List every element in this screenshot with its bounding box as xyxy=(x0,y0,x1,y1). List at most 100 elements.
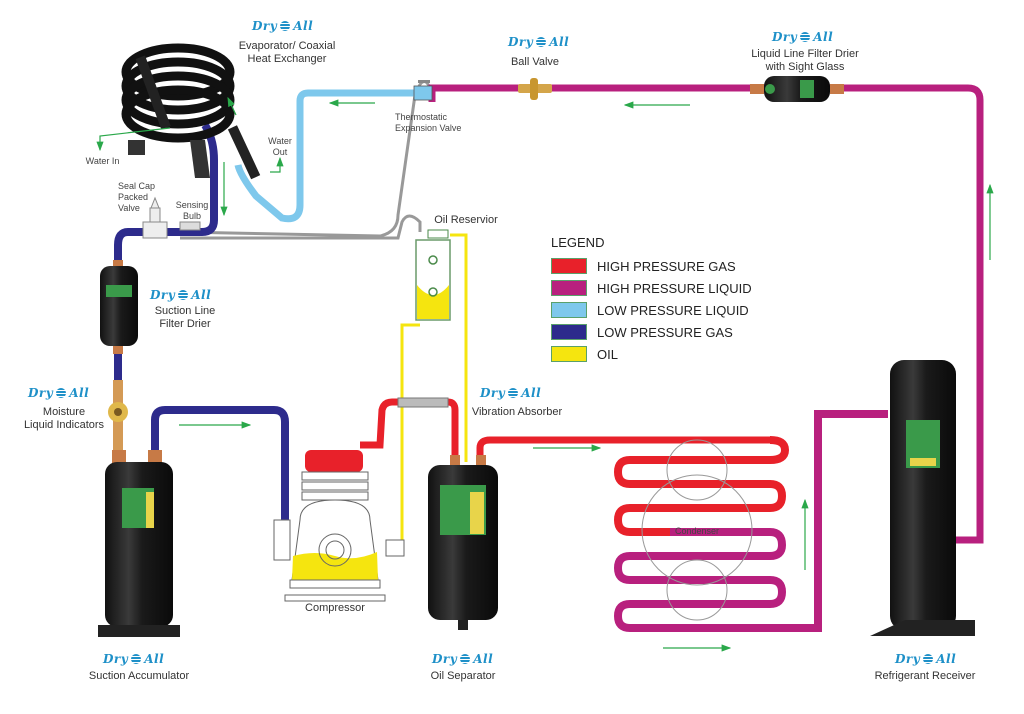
legend-label: OIL xyxy=(597,346,618,362)
condenser-fan-outline xyxy=(641,439,753,621)
label-line: with Sight Glass xyxy=(765,61,845,73)
legend: LEGEND HIGH PRESSURE GAS HIGH PRESSURE L… xyxy=(551,235,752,365)
label-line: Out xyxy=(272,147,288,157)
evaporator-coil xyxy=(121,43,261,180)
label-line: Heat Exchanger xyxy=(247,53,327,65)
label-oil-reservoir: Oil Reservior xyxy=(434,214,498,226)
legend-label: LOW PRESSURE GAS xyxy=(597,324,733,340)
label-line: Water xyxy=(268,136,292,146)
hp-liquid-pipe-top xyxy=(428,84,984,544)
legend-label: LOW PRESSURE LIQUID xyxy=(597,302,749,318)
label-oil-separator: Oil Separator xyxy=(430,670,496,682)
legend-label: HIGH PRESSURE GAS xyxy=(597,258,736,274)
lp-gas-pipe-suction xyxy=(151,406,289,520)
legend-item-lp-liquid: LOW PRESSURE LIQUID xyxy=(551,299,752,321)
label-refrigerant-receiver: Refrigerant Receiver xyxy=(874,670,976,682)
label-water-in: Water In xyxy=(85,156,120,166)
hp-gas-pipe-to-condenser xyxy=(476,436,770,458)
sensing-capillary xyxy=(179,80,434,238)
globe-icon xyxy=(508,388,519,398)
label-ball-valve: Ball Valve xyxy=(510,56,560,68)
legend-title: LEGEND xyxy=(551,235,605,250)
legend-swatch xyxy=(551,302,587,318)
legend-swatch xyxy=(551,280,587,296)
legend-item-lp-gas: LOW PRESSURE GAS xyxy=(551,321,752,343)
globe-icon xyxy=(536,37,547,47)
suction-accumulator-tank xyxy=(98,450,180,637)
globe-icon xyxy=(460,654,471,664)
label-line: Liquid Line Filter Drier xyxy=(751,48,859,60)
globe-icon xyxy=(923,654,934,664)
globe-icon xyxy=(178,290,189,300)
legend-label: HIGH PRESSURE LIQUID xyxy=(597,280,752,296)
label-compressor: Compressor xyxy=(305,602,365,614)
label-condenser: Condenser xyxy=(674,526,720,536)
seal-cap-packed-valve xyxy=(142,196,168,239)
legend-item-hp-gas: HIGH PRESSURE GAS xyxy=(551,255,752,277)
liquid-line-filter-drier xyxy=(750,76,844,102)
legend-swatch xyxy=(551,324,587,340)
vibration-absorber xyxy=(397,397,449,408)
legend-item-hp-liquid: HIGH PRESSURE LIQUID xyxy=(551,277,752,299)
lp-liquid-pipe xyxy=(234,89,425,223)
legend-swatch xyxy=(551,346,587,362)
label-line: Suction Line xyxy=(154,305,216,317)
oil-return-capillary xyxy=(180,214,422,240)
ball-valve xyxy=(518,78,552,100)
refrigerant-receiver-tank xyxy=(870,360,975,636)
sensing-bulb xyxy=(179,221,201,231)
globe-icon xyxy=(131,654,142,664)
condenser-coil xyxy=(613,410,888,632)
label-line: Liquid Indicators xyxy=(23,419,105,431)
flow-arrows xyxy=(179,96,994,652)
label-line: Valve xyxy=(118,203,140,213)
compressor-unit xyxy=(273,450,405,602)
label-suction-accumulator: Suction Accumulator xyxy=(88,670,190,682)
legend-item-oil: OIL xyxy=(551,343,752,365)
lp-gas-pipe-evap xyxy=(114,122,218,270)
label-line: Moisture xyxy=(42,406,86,418)
thermostatic-expansion-valve xyxy=(413,80,433,101)
label-line: Thermostatic xyxy=(395,112,448,122)
water-in-arrow xyxy=(96,127,171,152)
suction-line-filter-drier xyxy=(100,260,138,354)
label-line: Bulb xyxy=(182,211,201,221)
label-line: Sensing xyxy=(175,200,209,210)
label-line: Evaporator/ Coaxial xyxy=(238,40,336,52)
legend-swatch xyxy=(551,258,587,274)
label-line: Expansion Valve xyxy=(395,123,462,133)
oil-pipe-left xyxy=(400,323,420,540)
oil-pipe-right xyxy=(450,233,468,462)
globe-icon xyxy=(800,32,811,42)
label-line: Filter Drier xyxy=(159,318,211,330)
label-line: Packed xyxy=(118,192,149,202)
label-vibration-absorber: Vibration Absorber xyxy=(471,406,563,418)
moisture-liquid-indicator xyxy=(108,380,128,450)
hp-gas-pipe-discharge xyxy=(360,398,459,460)
